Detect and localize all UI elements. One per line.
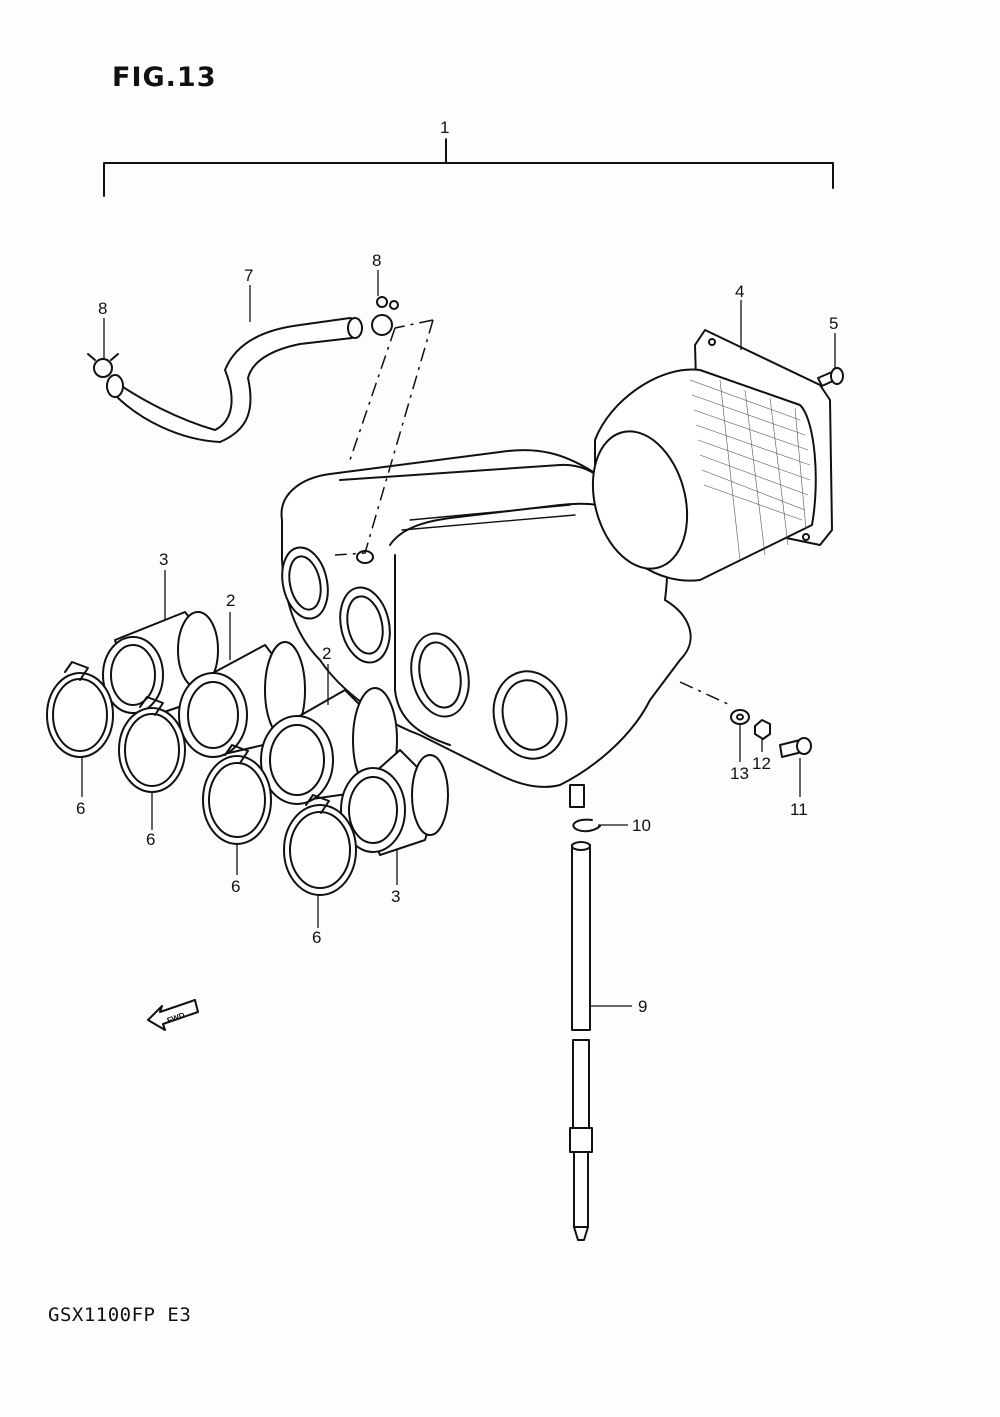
callout-5: 5 [829,314,838,333]
fwd-arrow-icon: FWD [147,999,199,1031]
hose-clamp-parts [87,296,399,378]
washer-part [730,709,750,725]
drain-pipe-part [569,841,593,1241]
callout-8-right: 8 [372,251,381,270]
callout-2-left: 2 [226,591,235,610]
filter-element [591,329,833,582]
intake-pipes [102,611,449,856]
callout-9: 9 [638,997,647,1016]
callout-8-left: 8 [98,299,107,318]
model-code-label: GSX1100FP E3 [48,1304,192,1326]
figure-title: FIG.13 [112,62,217,93]
callout-3-lower: 3 [391,887,400,906]
callout-6-c: 6 [231,877,240,896]
hose-part [106,317,363,443]
callout-2-right: 2 [322,644,331,663]
callout-11: 11 [790,800,808,819]
drain-clip-part [572,818,601,833]
callout-6-b: 6 [146,830,155,849]
clamp-parts [46,661,357,896]
callout-1: 1 [440,118,449,137]
bolt-part [779,737,812,758]
nut-part [754,719,771,740]
callout-13: 13 [730,764,749,783]
callout-leaders [81,138,836,1007]
assembly-bracket [103,139,834,197]
callout-7: 7 [244,266,253,285]
callout-numbers: 1 2 2 3 3 4 5 6 6 6 6 7 8 8 9 10 11 12 1… [76,118,838,1016]
screw-part [817,367,844,387]
connector-line-hose [334,319,434,556]
callout-6-d: 6 [312,928,321,947]
connector-line-bolt [679,681,731,706]
callout-10: 10 [632,816,651,835]
callout-12: 12 [752,754,771,773]
callout-4: 4 [735,282,744,301]
callout-3-upper: 3 [159,550,168,569]
callout-6-a: 6 [76,799,85,818]
